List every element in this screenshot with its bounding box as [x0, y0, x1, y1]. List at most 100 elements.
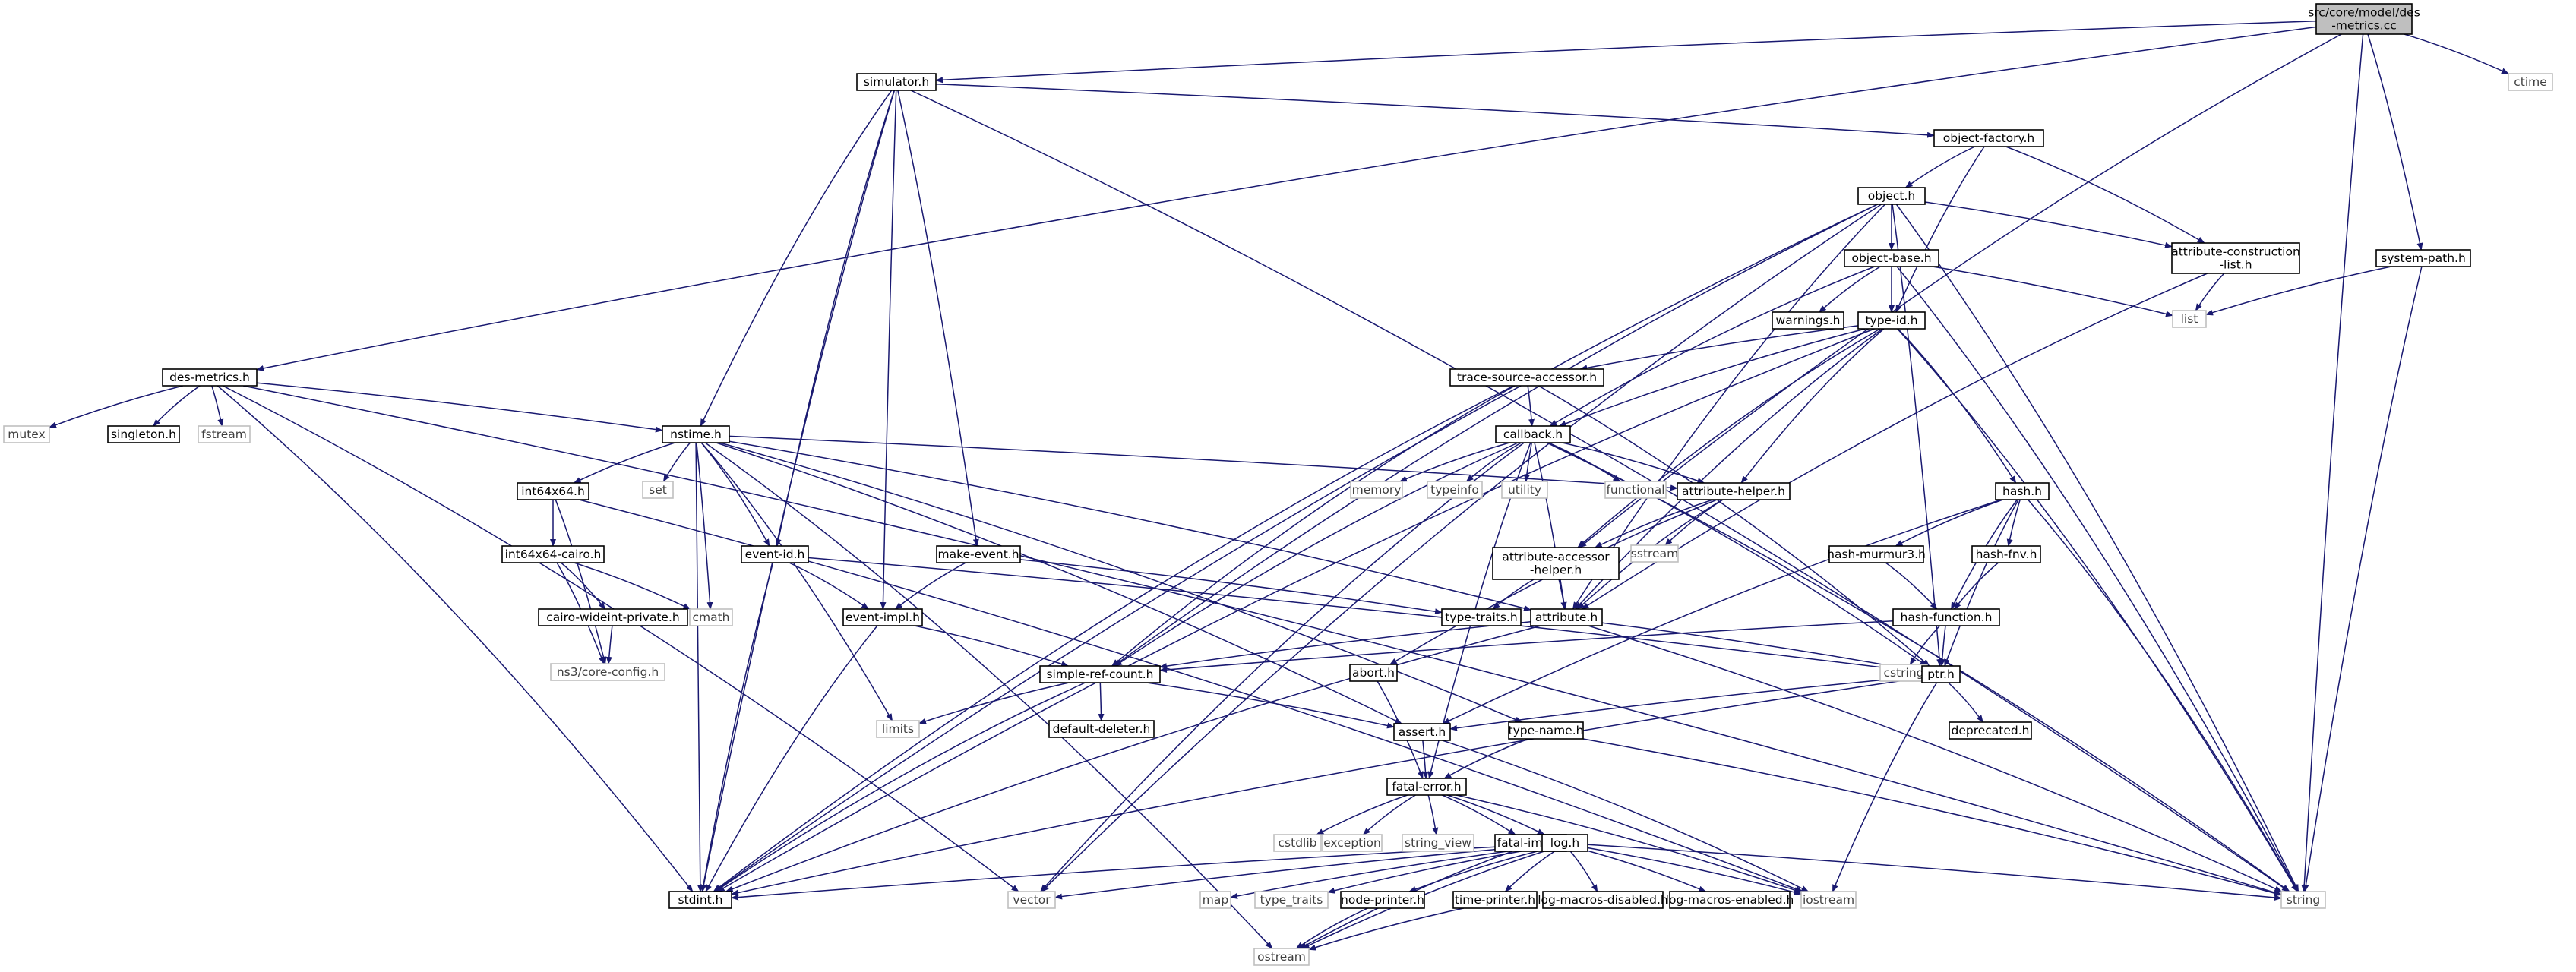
edge-attr_accessor-to-type_traits_h	[1492, 579, 1535, 610]
node-attr-construction[interactable]: attribute-construction-list.h	[2171, 242, 2300, 274]
node-ptr[interactable]: ptr.h	[1921, 665, 1961, 683]
node-node-printer[interactable]: node-printer.h	[1340, 891, 1425, 909]
node-abort[interactable]: abort.h	[1349, 664, 1398, 682]
edge-type_id-to-string	[1897, 328, 2298, 892]
node-object-base[interactable]: object-base.h	[1844, 249, 1939, 267]
node-des-metrics[interactable]: des-metrics.h	[162, 368, 258, 387]
edge-attr_accessor-to-attribute	[1558, 579, 1567, 610]
edge-type_id-to-trace_source	[1579, 325, 1859, 371]
node-label: log-macros-enabled.h	[1666, 893, 1794, 907]
node-label: utility	[1508, 483, 1541, 497]
edge-simulator-to-event_id	[775, 90, 895, 547]
edge-hash-to-ptr	[1944, 499, 2019, 667]
node-log-macros-enabled[interactable]: log-macros-enabled.h	[1666, 891, 1794, 909]
node-event-id[interactable]: event-id.h	[741, 545, 809, 563]
node-box	[1273, 834, 1322, 852]
node-attr-accessor[interactable]: attribute-accessor-helper.h	[1492, 547, 1620, 580]
edge-attribute-to-simple_ref	[1159, 620, 1531, 670]
edge-event_id-to-ptr	[808, 557, 1923, 675]
node-label: src/core/model/des-metrics.cc	[2308, 6, 2420, 33]
node-singleton[interactable]: singleton.h	[107, 425, 180, 443]
node-deprecated[interactable]: deprecated.h	[1949, 721, 2032, 740]
node-memory: memory	[1350, 481, 1403, 499]
node-label: mutex	[8, 428, 45, 441]
node-simple-ref[interactable]: simple-ref-count.h	[1039, 665, 1161, 683]
node-label: set	[649, 483, 667, 497]
edge-hash_function-to-ptr	[1939, 625, 1946, 667]
node-event-impl[interactable]: event-impl.h	[842, 608, 923, 626]
node-assert[interactable]: assert.h	[1393, 723, 1451, 741]
node-box	[642, 481, 674, 499]
node-type-traits-h[interactable]: type-traits.h	[1441, 608, 1522, 626]
node-log-macros-disabled[interactable]: log-macros-disabled.h	[1538, 891, 1668, 909]
node-trace-source[interactable]: trace-source-accessor.h	[1449, 368, 1604, 387]
node-time-printer[interactable]: time-printer.h	[1452, 891, 1538, 909]
node-label: cmath	[692, 611, 729, 624]
node-object[interactable]: object.h	[1857, 187, 1926, 205]
node-hash-function[interactable]: hash-function.h	[1892, 608, 2000, 626]
node-stdint[interactable]: stdint.h	[668, 891, 732, 909]
node-box	[1253, 948, 1310, 966]
edge-attribute-to-stdint	[725, 625, 1541, 892]
node-label: memory	[1352, 483, 1402, 497]
node-nstime[interactable]: nstime.h	[662, 425, 730, 443]
node-label: attribute-construction-list.h	[2171, 245, 2300, 272]
edge-type_id-to-attr_accessor	[1577, 328, 1881, 548]
node-int64x64-cairo[interactable]: int64x64-cairo.h	[501, 545, 605, 563]
node-mutex: mutex	[3, 425, 50, 443]
edge-callback-to-simple_ref	[1114, 442, 1519, 667]
node-log[interactable]: log.h	[1541, 834, 1588, 852]
node-attribute[interactable]: attribute.h	[1530, 608, 1603, 626]
node-int64x64[interactable]: int64x64.h	[517, 482, 589, 500]
edge-hash_fnv-to-hash_function	[1953, 562, 1999, 610]
node-label: object-base.h	[1851, 251, 1931, 265]
edge-des_metrics-to-mutex	[49, 385, 183, 428]
node-object-factory[interactable]: object-factory.h	[1933, 129, 2044, 147]
edge-event_impl-to-stdint	[705, 625, 878, 892]
node-cmath: cmath	[689, 608, 733, 626]
node-box	[1542, 891, 1664, 909]
edge-nstime-to-limits	[700, 442, 893, 721]
node-box	[1772, 311, 1844, 330]
edge-hash-to-hash_fnv	[2006, 499, 2021, 547]
node-callback[interactable]: callback.h	[1495, 425, 1571, 443]
node-box	[538, 608, 688, 626]
node-cairo-wideint[interactable]: cairo-wideint-private.h	[538, 608, 688, 626]
node-label: log.h	[1550, 836, 1579, 850]
edge-root-to-string	[2301, 33, 2364, 892]
edge-int64x64_cairo-to-cairo_wideint	[561, 562, 606, 610]
node-label: type-traits.h	[1445, 611, 1517, 624]
node-box	[1039, 665, 1161, 683]
node-type-id[interactable]: type-id.h	[1857, 311, 1926, 330]
edge-type_name-to-string	[1582, 738, 2282, 897]
node-box	[2280, 891, 2326, 909]
node-default-deleter[interactable]: default-deleter.h	[1048, 720, 1155, 738]
edge-time_printer-to-ostream	[1308, 907, 1464, 951]
node-make-event[interactable]: make-event.h	[936, 545, 1021, 563]
node-fatal-error[interactable]: fatal-error.h	[1386, 778, 1467, 796]
node-label: assert.h	[1399, 725, 1446, 739]
edge-log-to-node_printer	[1408, 849, 1543, 892]
edge-des_metrics-to-fstream	[211, 385, 224, 427]
node-hash-murmur3[interactable]: hash-murmur3.h	[1827, 545, 1926, 563]
node-hash[interactable]: hash.h	[1995, 482, 2050, 500]
node-simulator[interactable]: simulator.h	[856, 73, 937, 91]
node-label: singleton.h	[111, 428, 176, 441]
node-hash-fnv[interactable]: hash-fnv.h	[1971, 545, 2041, 563]
node-warnings[interactable]: warnings.h	[1772, 311, 1844, 330]
node-box	[1427, 481, 1483, 499]
node-box	[2375, 249, 2471, 267]
node-type-name[interactable]: type-name.h	[1508, 721, 1584, 740]
node-system-path[interactable]: system-path.h	[2375, 249, 2471, 267]
node-box	[2508, 73, 2553, 91]
edge-hash_function-to-cstring	[1909, 625, 1941, 665]
edge-callback-to-typeinfo	[1465, 442, 1522, 482]
edge-attribute_helper-to-abort	[1389, 499, 1718, 665]
edge-fatal_error-to-iostream	[1456, 794, 1802, 893]
node-box	[2171, 242, 2300, 274]
node-box	[1007, 891, 1056, 909]
node-label: int64x64.h	[521, 484, 585, 498]
node-attribute-helper[interactable]: attribute-helper.h	[1677, 482, 1791, 500]
node-label: time-printer.h	[1455, 893, 1535, 907]
edge-ptr-to-iostream	[1832, 682, 1938, 892]
